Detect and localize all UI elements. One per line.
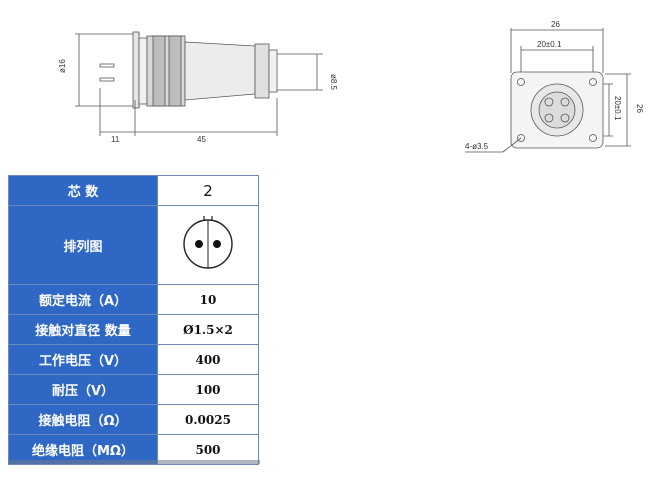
dim-holes: 4-ø3.5	[465, 142, 489, 151]
row-value: 400	[157, 344, 259, 375]
row-label: 额定电流（A）	[8, 284, 158, 315]
row-label: 工作电压（V）	[8, 344, 158, 375]
dim-width-outer: 26	[551, 20, 560, 29]
pin-layout-diagram	[183, 215, 233, 269]
row-value: 2	[157, 175, 259, 206]
table-row: 工作电压（V） 400	[8, 344, 259, 375]
row-value: 0.0025	[157, 404, 259, 435]
row-label: 耐压（V）	[8, 374, 158, 405]
row-value: 10	[157, 284, 259, 315]
table-row: 绝缘电阻（MΩ） 500	[8, 434, 259, 465]
row-label: 芯 数	[8, 175, 158, 206]
table-row: 耐压（V） 100	[8, 374, 259, 405]
dim-width-inner: 20±0.1	[537, 40, 562, 49]
pin-dot	[195, 239, 203, 248]
row-value: 100	[157, 374, 259, 405]
dim-height-inner: 20±0.1	[613, 96, 622, 121]
spec-table: 芯 数 2 排列图 额定电流（A） 10 接触对直径 数量 Ø1.5×2 工作电…	[8, 175, 259, 465]
table-row: 额定电流（A） 10	[8, 284, 259, 315]
row-label: 排列图	[8, 205, 158, 285]
table-row: 排列图	[8, 205, 259, 285]
dim-diameter-left: ø16	[58, 59, 67, 73]
row-label: 接触对直径 数量	[8, 314, 158, 345]
table-shadow	[8, 460, 260, 464]
dim-diameter-right: ø8.5	[329, 74, 338, 91]
dim-height-outer: 26	[635, 104, 644, 113]
pin-layout-cell	[157, 205, 259, 285]
row-label: 绝缘电阻（MΩ）	[8, 434, 158, 465]
table-row: 接触对直径 数量 Ø1.5×2	[8, 314, 259, 345]
row-value: 500	[157, 434, 259, 465]
dim-length-short: 11	[111, 135, 120, 144]
table-row: 接触电阻（Ω） 0.0025	[8, 404, 259, 435]
table-row: 芯 数 2	[8, 175, 259, 206]
pin-dot	[213, 239, 221, 248]
row-value: Ø1.5×2	[157, 314, 259, 345]
front-view-drawing: 26 20±0.1 26 20±0.1 4-ø3.5	[465, 20, 644, 153]
dim-length-long: 45	[197, 135, 206, 144]
row-label: 接触电阻（Ω）	[8, 404, 158, 435]
side-view-drawing: ø16 ø8.5 11 45	[58, 31, 338, 144]
